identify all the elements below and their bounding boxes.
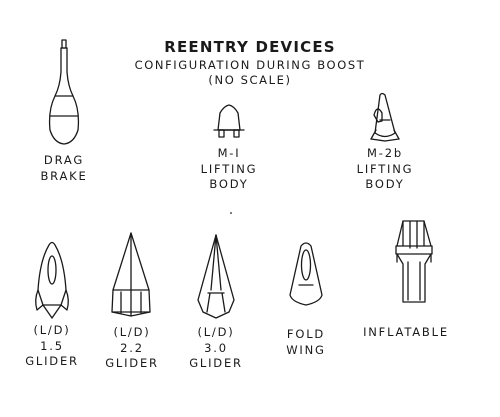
- drag-brake-label: DRAG BRAKE: [34, 153, 94, 184]
- m1-lifting-body-drawing: [213, 104, 245, 138]
- diagram-subtitle: CONFIGURATION DURING BOOST (NO SCALE): [90, 58, 410, 88]
- inflatable-label-line-1: INFLATABLE: [363, 325, 449, 339]
- glider-30-label: (L/D) 3.0 GLIDER: [184, 325, 248, 372]
- m1-label: M-I LIFTING BODY: [190, 146, 268, 193]
- glider-22-label: (L/D) 2.2 GLIDER: [100, 325, 164, 372]
- drag-brake-drawing: [48, 39, 80, 145]
- glider-30-drawing: [197, 234, 235, 319]
- m2b-label-line-2: LIFTING: [356, 161, 414, 176]
- subtitle-line-1: CONFIGURATION DURING BOOST: [134, 58, 366, 72]
- glider-15-label-line-3: GLIDER: [25, 354, 79, 368]
- drag-brake-label-line-1: DRAG: [43, 153, 85, 167]
- m2b-lifting-body-drawing: [370, 92, 400, 142]
- fold-wing-label-line-2: WING: [286, 342, 326, 357]
- glider-22-drawing: [111, 232, 151, 317]
- m1-label-line-2: LIFTING: [200, 161, 258, 176]
- drag-brake-label-line-2: BRAKE: [40, 168, 88, 183]
- glider-30-label-line-1: (L/D): [197, 325, 235, 339]
- stray-mark: [230, 212, 232, 214]
- glider-15-label-line-1: (L/D): [33, 323, 71, 337]
- fold-wing-label: FOLD WING: [276, 327, 336, 358]
- m1-label-line-3: BODY: [209, 177, 249, 191]
- glider-15-label: (L/D) 1.5 GLIDER: [20, 323, 84, 370]
- glider-15-drawing: [35, 241, 69, 319]
- glider-22-label-line-3: GLIDER: [105, 356, 159, 370]
- inflatable-drawing: [395, 220, 433, 303]
- glider-30-label-line-2: 3.0: [204, 340, 228, 355]
- glider-22-label-line-2: 2.2: [120, 340, 144, 355]
- m2b-label-line-1: M-2b: [367, 146, 403, 160]
- fold-wing-drawing: [289, 242, 323, 306]
- m2b-label: M-2b LIFTING BODY: [345, 146, 425, 193]
- m2b-label-line-3: BODY: [365, 177, 405, 191]
- m1-label-line-1: M-I: [217, 146, 241, 160]
- inflatable-label: INFLATABLE: [356, 325, 456, 341]
- fold-wing-label-line-1: FOLD: [286, 327, 326, 341]
- glider-15-label-line-2: 1.5: [40, 338, 64, 353]
- glider-22-label-line-1: (L/D): [113, 325, 151, 339]
- glider-30-label-line-3: GLIDER: [189, 356, 243, 370]
- diagram-title: REENTRY DEVICES: [164, 38, 336, 56]
- subtitle-line-2: (NO SCALE): [208, 73, 292, 87]
